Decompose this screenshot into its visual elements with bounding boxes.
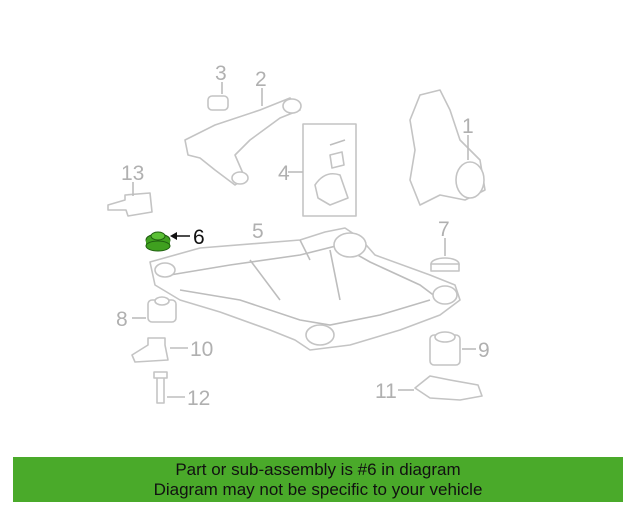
bracket-part-11[interactable] [398,375,483,401]
bracket-part-10[interactable] [131,337,188,363]
label-10: 10 [190,338,213,361]
label-8: 8 [116,308,128,331]
label-2: 2 [255,68,267,91]
ball-joint-part-4[interactable] [288,123,357,217]
banner-line-disclaimer: Diagram may not be specific to your vehi… [153,480,483,499]
label-1: 1 [462,115,474,138]
bolt-part-12[interactable] [153,371,185,404]
label-11: 11 [375,380,397,403]
bushing-part-3[interactable] [207,82,229,111]
parts-diagram: 1 2 3 4 5 6 7 8 9 10 11 12 13 [107,62,490,410]
subframe-part-5[interactable] [149,227,461,351]
label-3: 3 [215,62,227,85]
bracket-part-13[interactable] [107,182,153,217]
label-9: 9 [478,339,490,362]
label-7: 7 [438,218,450,241]
label-5: 5 [252,220,264,243]
bushing-part-9[interactable] [429,331,476,366]
mount-part-7[interactable] [430,238,460,272]
label-12: 12 [187,387,210,410]
mount-part-8[interactable] [132,296,177,323]
label-13: 13 [121,162,144,185]
mount-part-6-highlighted[interactable] [145,231,190,252]
banner-line-part-number: Part or sub-assembly is #6 in diagram [175,460,461,479]
label-4: 4 [278,162,290,185]
lower-arm-part-2[interactable] [184,88,302,186]
knuckle-part-1[interactable] [409,89,486,206]
info-banner: Part or sub-assembly is #6 in diagram Di… [13,457,623,502]
label-6: 6 [193,226,205,249]
